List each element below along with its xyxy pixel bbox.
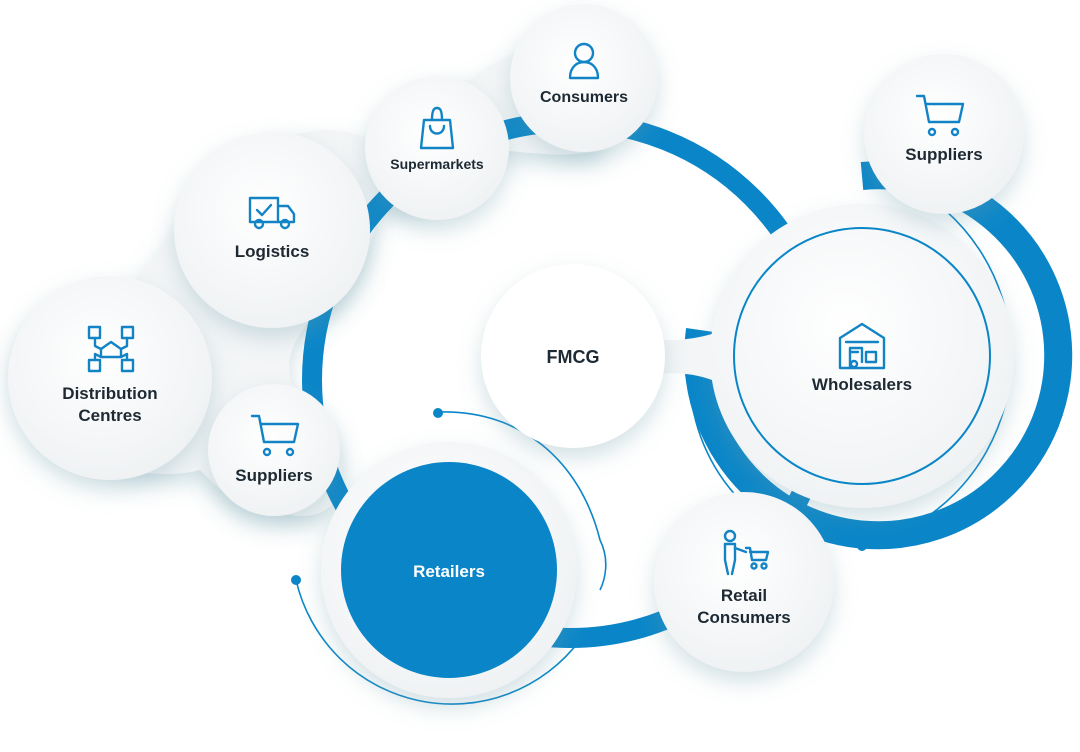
suppliers-right-node: Suppliers (864, 54, 1024, 214)
distribution-centres-circle (8, 276, 212, 480)
dot-left (291, 575, 301, 585)
retail-consumers-circle (654, 492, 834, 672)
suppliers-left-node: Suppliers (208, 384, 340, 516)
retailers-circle (341, 462, 557, 678)
fmcg-hub-circle (481, 264, 665, 448)
shopping-bag-icon (419, 106, 455, 150)
delivery-truck-icon (248, 196, 296, 230)
suppliers-right-circle (864, 54, 1024, 214)
wholesalers-node: Wholesalers (684, 161, 1073, 550)
arc-fmcg-retailers (439, 411, 607, 591)
logistics-circle (174, 132, 370, 328)
shopping-cart-icon (915, 94, 965, 137)
retailers-label: Retailers (413, 562, 485, 581)
consumers-node: Consumers (510, 4, 658, 152)
supermarkets-node: Supermarkets (365, 76, 509, 220)
suppliers-left-label: Suppliers (235, 466, 312, 485)
wholesalers-label: Wholesalers (812, 375, 912, 394)
retail-consumers-label-line2: Consumers (697, 608, 791, 627)
suppliers-right-label: Suppliers (905, 145, 982, 164)
distribution-centres-node: Distribution Centres (8, 276, 212, 480)
retail-consumers-node: Retail Consumers (654, 492, 834, 672)
wholesalers-inner-ring (733, 227, 991, 485)
retailers-node: Retailers (321, 442, 577, 698)
logistics-label: Logistics (235, 242, 310, 261)
fmcg-hub-label: FMCG (547, 347, 600, 367)
supermarkets-label: Supermarkets (390, 156, 484, 172)
distribution-centres-label-line2: Centres (78, 406, 141, 425)
logistics-node: Logistics (174, 132, 370, 328)
fmcg-hub-node: FMCG (481, 264, 665, 448)
person-icon (568, 42, 600, 80)
distribution-network-icon (87, 325, 135, 373)
wholesalers-blue-ring (684, 161, 1073, 550)
distribution-centres-label-line1: Distribution (62, 384, 157, 403)
suppliers-left-circle (208, 384, 340, 516)
shopper-cart-icon (723, 529, 770, 576)
consumers-label: Consumers (540, 89, 628, 106)
warehouse-forklift-icon (838, 322, 886, 370)
shopping-cart-icon (250, 414, 300, 457)
arc-retailers-outer (295, 579, 581, 705)
dot-center (433, 408, 443, 418)
retail-consumers-label-line1: Retail (721, 586, 767, 605)
